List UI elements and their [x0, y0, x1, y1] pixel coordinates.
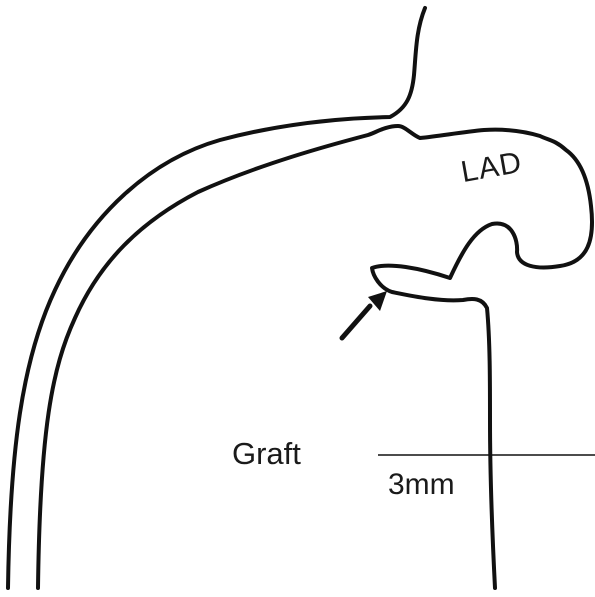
- outer-wall-outline: [8, 8, 425, 588]
- arrow-icon: [342, 291, 387, 338]
- graft-label: Graft: [232, 438, 301, 469]
- scale-bar-label: 3mm: [388, 470, 455, 500]
